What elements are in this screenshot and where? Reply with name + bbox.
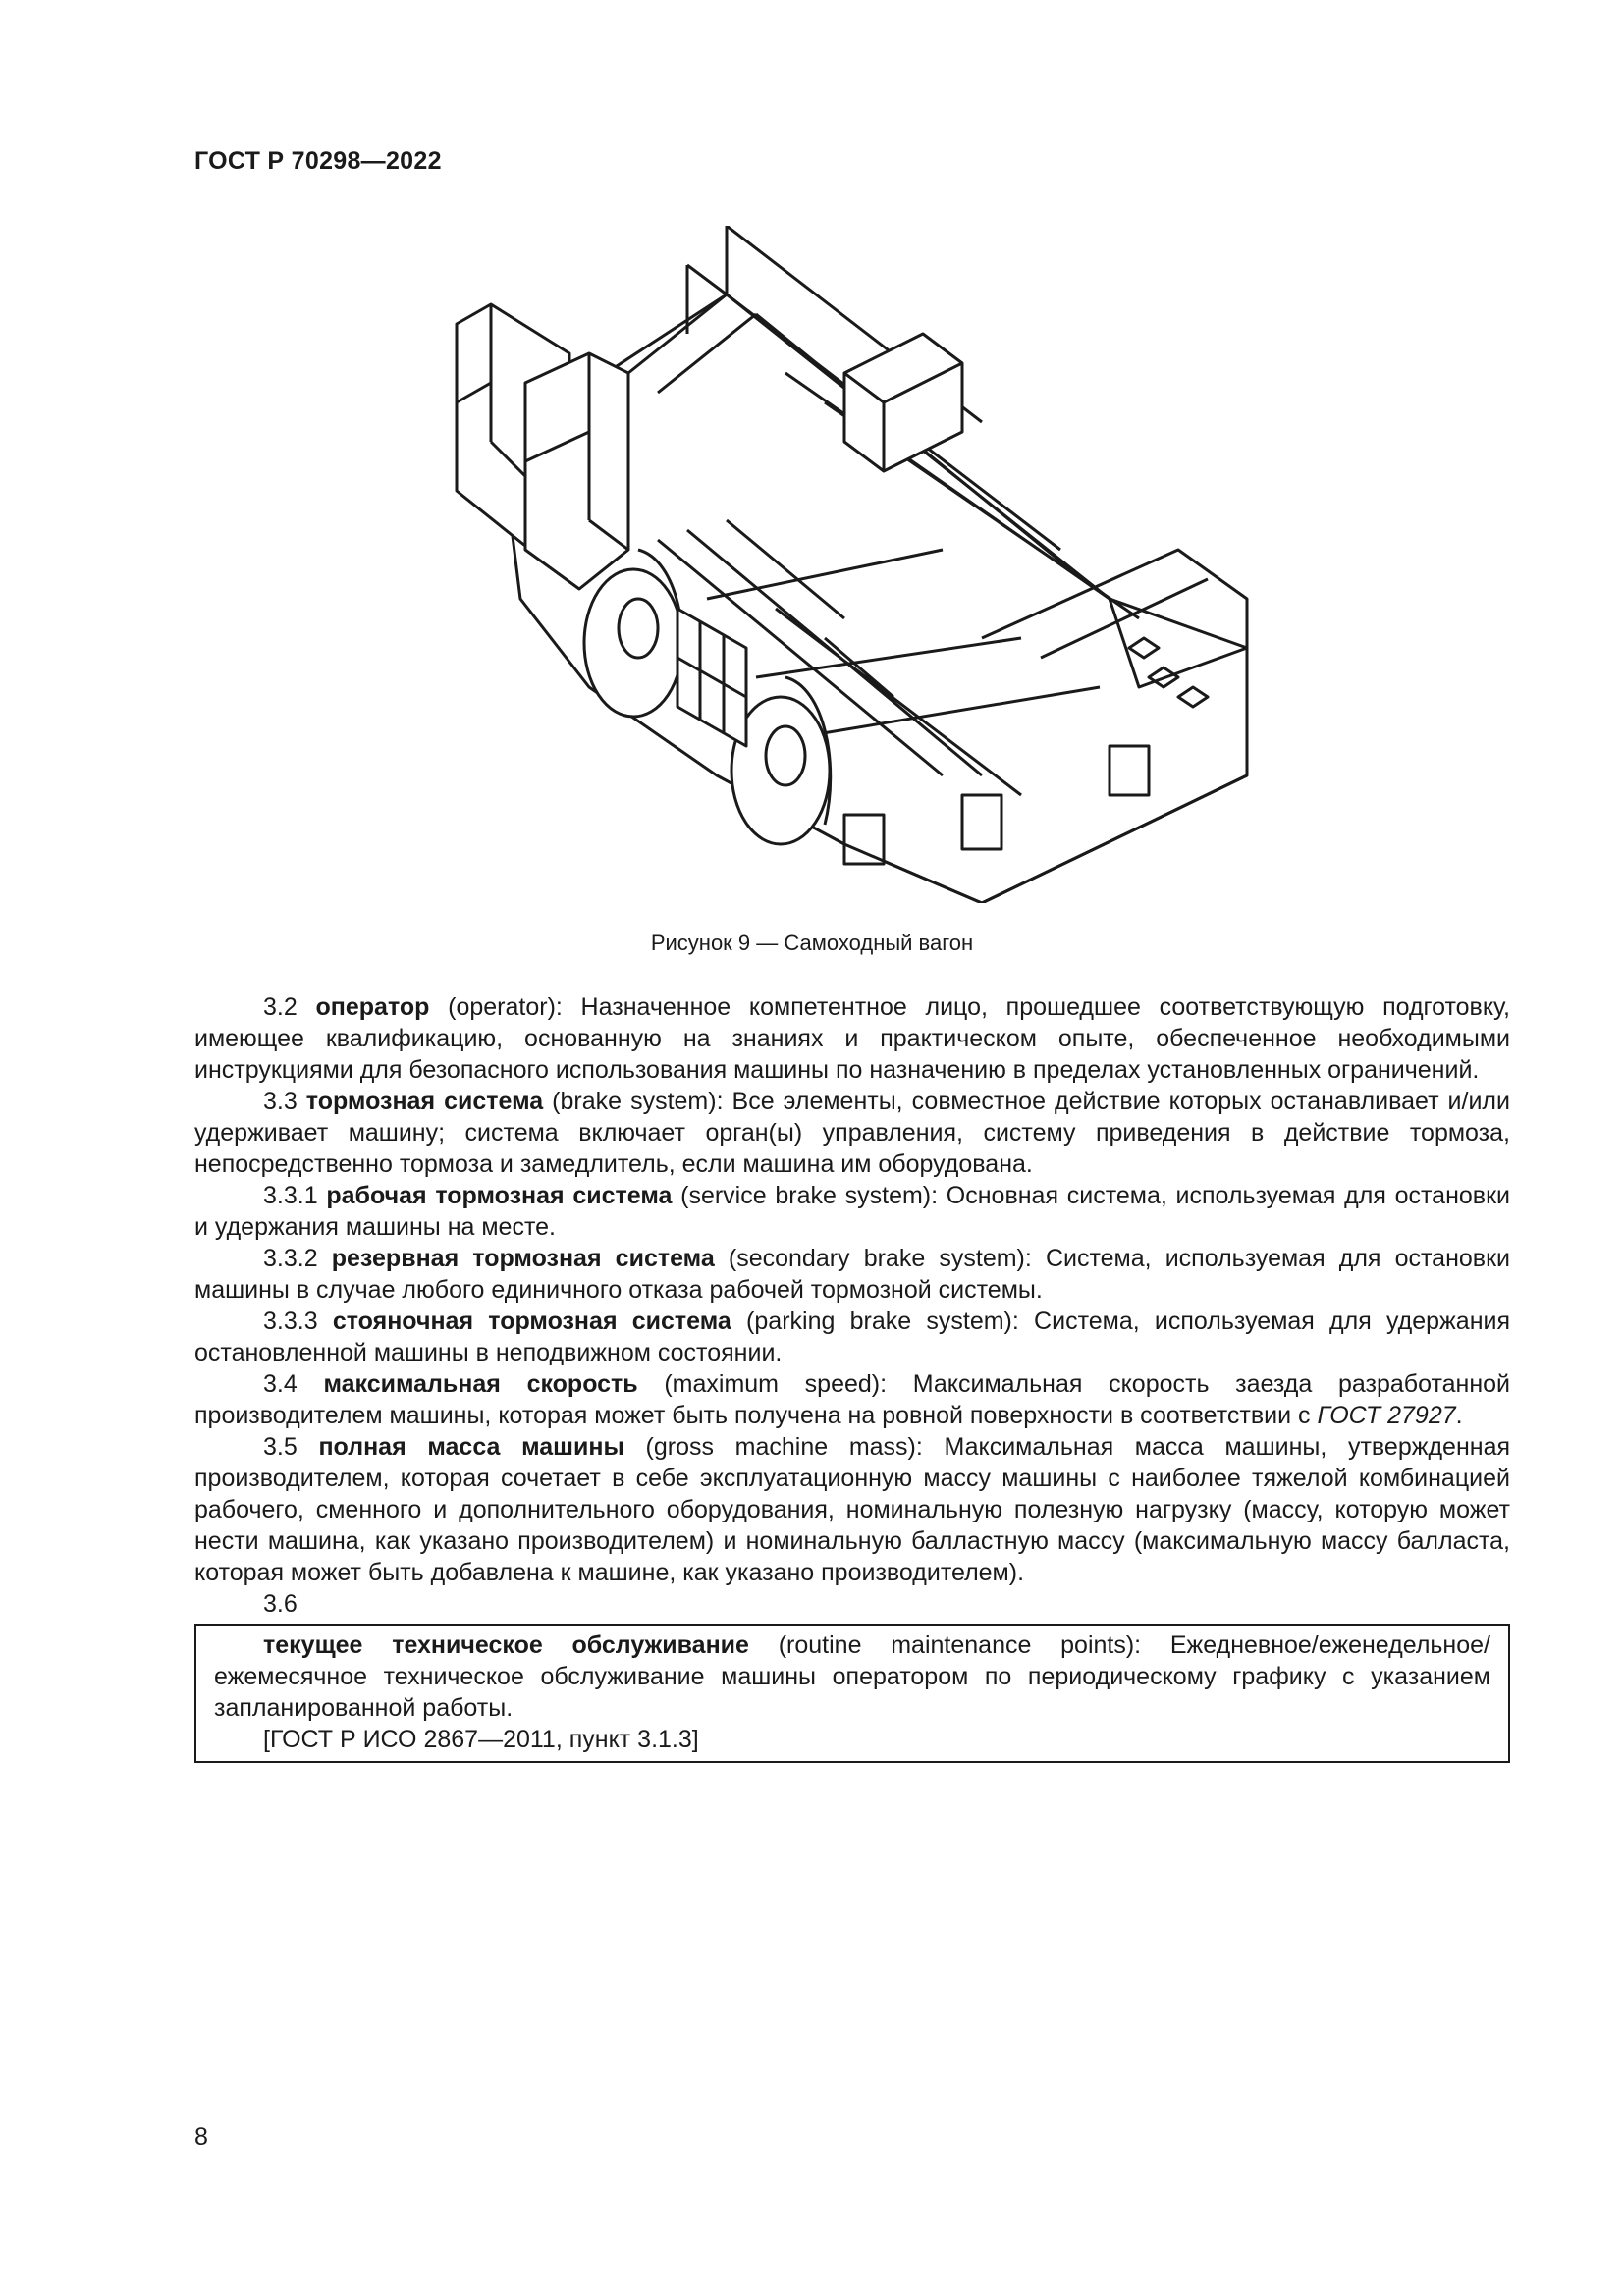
paragraph-3-6-number: 3.6 <box>263 1590 298 1618</box>
paragraph-3-4: 3.4 максимальная скорость (maximum speed… <box>194 1370 1510 1429</box>
term: рабочая тормозная система <box>326 1182 673 1209</box>
term: текущее техническое обслуживание <box>263 1631 749 1659</box>
definition-box: текущее техническое обслуживание (routin… <box>194 1624 1510 1763</box>
paragraph-3-5: 3.5 полная масса машины (gross machine m… <box>194 1433 1511 1586</box>
paragraph-3-2: 3.2 оператор (operator): Назначенное ком… <box>194 993 1510 1084</box>
paragraph-3-3-3: 3.3.3 стояночная тормозная система (park… <box>194 1308 1510 1366</box>
term: полная масса машины <box>318 1433 624 1461</box>
term: максимальная скорость <box>323 1370 638 1398</box>
paragraph-3-3-1: 3.3.1 рабочая тормозная система (service… <box>194 1182 1510 1241</box>
term: тормозная система <box>305 1088 544 1115</box>
self-propelled-wagon-drawing-icon <box>455 224 1249 905</box>
term: резервная тормозная система <box>331 1245 715 1272</box>
standard-reference: ГОСТ 27927 <box>1317 1402 1456 1429</box>
term: оператор <box>315 993 430 1021</box>
paragraph-3-3: 3.3 тормозная система (brake system): Вс… <box>194 1088 1510 1178</box>
definition-3-6: текущее техническое обслуживание (routin… <box>214 1631 1490 1722</box>
page-number: 8 <box>194 2123 208 2151</box>
document-body: 3.2 оператор (operator): Назначенное ком… <box>194 991 1510 1763</box>
document-header: ГОСТ Р 70298—2022 <box>194 147 442 175</box>
self-propelled-wagon-figure <box>432 224 1257 905</box>
paragraph-3-3-2: 3.3.2 резервная тормозная система (secon… <box>194 1245 1510 1304</box>
term: стояночная тормозная система <box>332 1308 731 1335</box>
definition-source: [ГОСТ Р ИСО 2867—2011, пункт 3.1.3] <box>263 1726 699 1753</box>
figure-caption: Рисунок 9 — Самоходный вагон <box>650 931 974 955</box>
